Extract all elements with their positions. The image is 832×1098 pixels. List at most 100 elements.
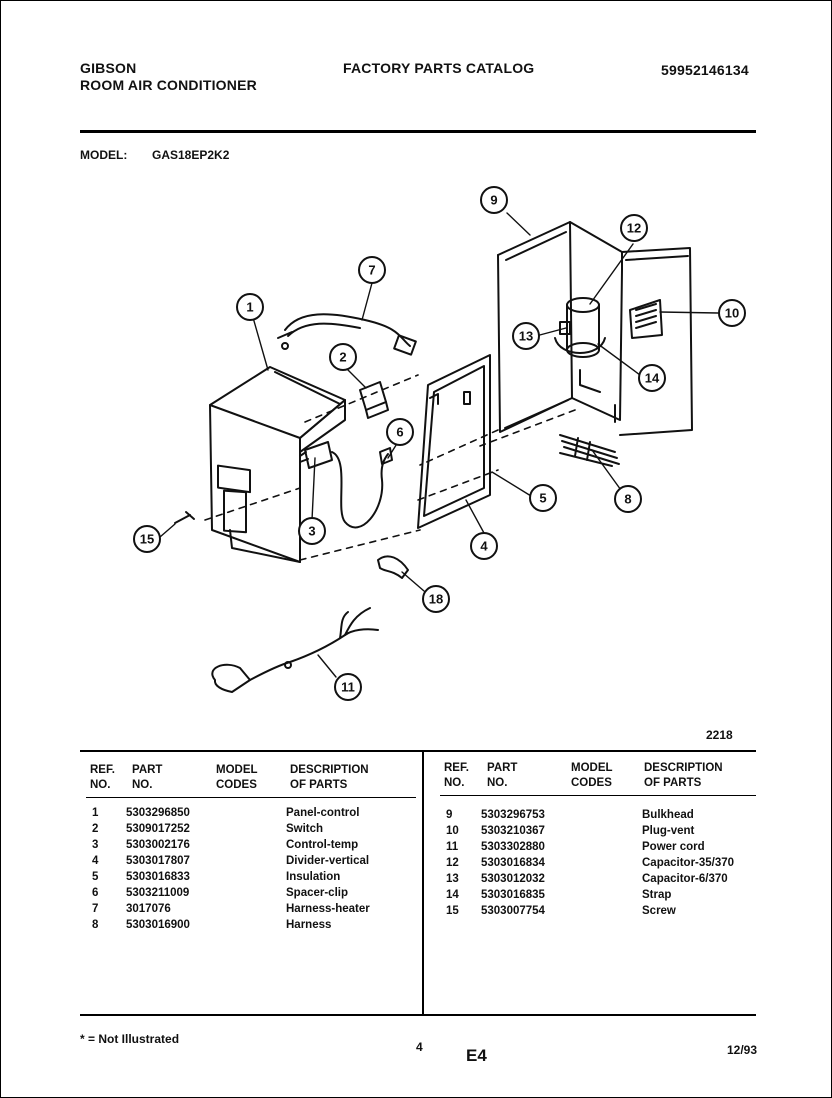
callout-7-label: 7 (368, 263, 375, 278)
row-ref: 10 (446, 825, 459, 837)
callout-10-label: 10 (725, 306, 739, 321)
row-ref: 5 (92, 871, 99, 883)
callouts (133, 186, 746, 701)
callout-13-label: 13 (519, 329, 533, 344)
row-desc: Harness (286, 919, 332, 931)
callout-10 (718, 299, 746, 327)
callout-4 (470, 532, 498, 560)
table-top-rule (80, 750, 756, 752)
row-desc: Switch (286, 823, 324, 835)
page-number: 4 (416, 1040, 423, 1054)
callout-9-label: 9 (490, 193, 497, 208)
callout-15 (133, 525, 161, 553)
header-part-line1: PART (132, 764, 163, 776)
control-temp-drawing (299, 441, 393, 529)
row-part: 5303296850 (126, 807, 190, 819)
row-desc: Strap (642, 889, 672, 901)
header-desc-right-line1: DESCRIPTION (644, 762, 723, 774)
row-desc: Plug-vent (642, 825, 695, 837)
header-model-right-line1: MODEL (571, 762, 613, 774)
row-ref: 2 (92, 823, 99, 835)
clip-drawing (377, 555, 409, 579)
callout-12-label: 12 (627, 221, 641, 236)
switch-drawing (359, 381, 389, 419)
row-desc: Power cord (642, 841, 705, 853)
row-part: 5303017807 (126, 855, 190, 867)
header-model-line1: MODEL (216, 764, 258, 776)
header-desc-line1: DESCRIPTION (290, 764, 369, 776)
callout-11-label: 11 (341, 680, 355, 695)
header-part-line2: NO. (132, 779, 153, 791)
harness-drawing (559, 434, 620, 467)
left-header-rule (86, 797, 416, 798)
row-part: 5303016835 (481, 889, 545, 901)
header-model-right-line2: CODES (571, 777, 612, 789)
section-code: E4 (466, 1046, 487, 1065)
callout-18-label: 18 (429, 592, 443, 607)
table-row: 6 5303211009 Spacer-clip (92, 885, 412, 901)
divider-vertical-drawing (417, 354, 491, 529)
brand-name: GIBSON (80, 60, 137, 76)
row-desc: Divider-vertical (286, 855, 370, 867)
header-desc-line2: OF PARTS (290, 779, 348, 791)
capacitors-drawing (554, 297, 606, 393)
callout-2 (329, 343, 357, 371)
callout-5 (529, 484, 557, 512)
model-label: MODEL: (80, 148, 128, 162)
row-desc: Screw (642, 905, 676, 917)
row-ref: 4 (92, 855, 99, 867)
header-model-right: MODEL CODES (571, 761, 613, 791)
row-ref: 1 (92, 807, 99, 819)
table-bottom-rule (80, 1014, 756, 1016)
control-panel-drawing (209, 366, 346, 563)
header-ref-line1: REF. (90, 764, 115, 776)
table-row: 7 3017076 Harness-heater (92, 901, 412, 917)
header-part: PART NO. (132, 763, 162, 793)
callout-8-label: 8 (624, 492, 631, 507)
row-part: 5303016900 (126, 919, 190, 931)
row-ref: 9 (446, 809, 453, 821)
callout-3 (298, 517, 326, 545)
table-row: 1 5303296850 Panel-control (92, 805, 412, 821)
row-ref: 3 (92, 839, 99, 851)
catalog-title: FACTORY PARTS CATALOG (343, 60, 535, 76)
row-ref: 15 (446, 905, 459, 917)
table-row: 15 5303007754 Screw (446, 903, 746, 919)
callout-11 (334, 673, 362, 701)
header-ref: REF. NO. (90, 763, 115, 793)
callout-7 (358, 256, 386, 284)
table-row: 14 5303016835 Strap (446, 887, 746, 903)
diagram-svg: 1 7 2 6 3 4 5 8 9 12 10 13 14 15 18 11 (133, 186, 746, 701)
row-part: 5303210367 (481, 825, 545, 837)
row-part: 5303296753 (481, 809, 545, 821)
row-ref: 8 (92, 919, 99, 931)
exploded-parts-diagram: 1 7 2 6 3 4 5 8 9 12 10 13 14 15 18 11 (0, 160, 832, 750)
callout-8 (614, 485, 642, 513)
plug-vent-drawing (629, 299, 663, 339)
callout-12 (620, 214, 648, 242)
row-desc: Capacitor-6/370 (642, 873, 728, 885)
header-desc-right: DESCRIPTION OF PARTS (644, 761, 723, 791)
row-ref: 11 (446, 841, 459, 853)
table-row: 5 5303016833 Insulation (92, 869, 412, 885)
table-row: 2 5309017252 Switch (92, 821, 412, 837)
table-row: 4 5303017807 Divider-vertical (92, 853, 412, 869)
row-desc: Spacer-clip (286, 887, 348, 899)
callout-14 (638, 364, 666, 392)
row-desc: Panel-control (286, 807, 360, 819)
callout-13 (512, 322, 540, 350)
table-row: 3 5303002176 Control-temp (92, 837, 412, 853)
callout-14-label: 14 (645, 371, 660, 386)
right-parts-list: 9 5303296753 Bulkhead 10 5303210367 Plug… (446, 807, 746, 919)
callout-18 (422, 585, 450, 613)
header-ref-right-line2: NO. (444, 777, 465, 789)
header-part-right-line1: PART (487, 762, 518, 774)
header-model: MODEL CODES (216, 763, 258, 793)
table-row: 8 5303016900 Harness (92, 917, 412, 933)
right-header-rule (440, 795, 756, 796)
table-row: 9 5303296753 Bulkhead (446, 807, 746, 823)
row-desc: Capacitor-35/370 (642, 857, 735, 869)
callout-2-label: 2 (339, 350, 346, 365)
catalog-number: 59952146134 (661, 62, 749, 78)
header-desc: DESCRIPTION OF PARTS (290, 763, 369, 793)
